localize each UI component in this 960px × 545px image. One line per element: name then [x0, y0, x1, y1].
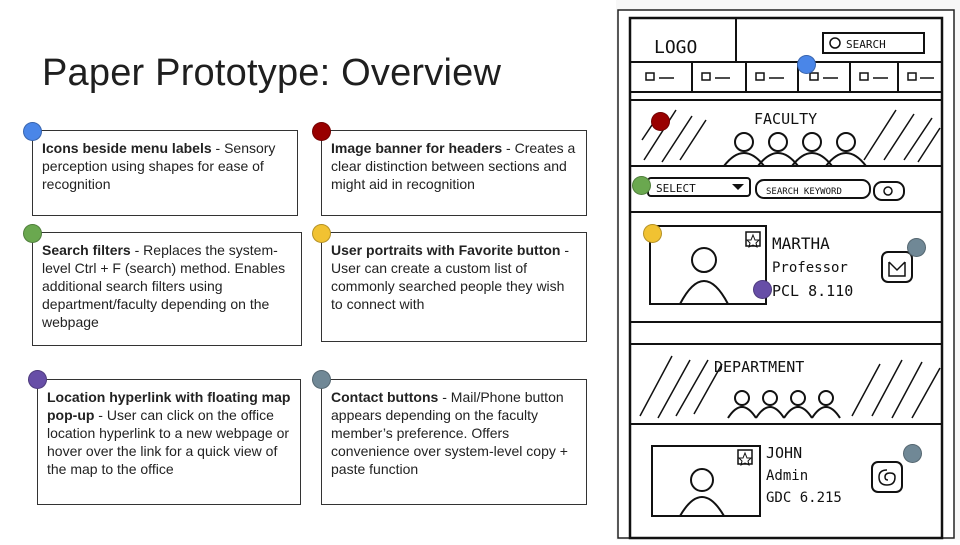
mail-icon[interactable]: [881, 251, 913, 283]
sketch-search-button[interactable]: SEARCH: [822, 32, 925, 54]
marker-dot-yellow: [312, 224, 331, 243]
sketch-person-role: Professor: [772, 260, 848, 276]
sketch-faculty-label: FACULTY: [754, 110, 817, 128]
chevron-down-icon: [732, 184, 744, 190]
slide-title: Paper Prototype: Overview: [42, 52, 502, 94]
note-image-banner: Image banner for headers - Creates a cle…: [321, 130, 587, 216]
note-title: Search filters: [42, 242, 131, 258]
sketch-search-keyword: SEARCH KEYWORD: [766, 187, 842, 197]
note-title: Contact buttons: [331, 389, 439, 405]
sketch-faculty-banner: FACULTY: [630, 99, 942, 167]
marker-dot-gray: [903, 444, 922, 463]
sketch-nav-menu[interactable]: [630, 62, 942, 93]
note-location-hyperlink: Location hyperlink with floating map pop…: [37, 379, 301, 505]
marker-dot-green: [632, 176, 651, 195]
marker-dot-yellow: [643, 224, 662, 243]
sketch-person-name: JOHN: [766, 444, 802, 462]
sketch-person-card-john: JOHN Admin GDC 6.215: [651, 444, 903, 517]
marker-dot-purple: [753, 280, 772, 299]
note-sep: -: [438, 389, 451, 405]
sketch-person-card-martha: MARTHA Professor PCL 8.110: [630, 225, 942, 323]
note-icons-menu: Icons beside menu labels - Sensory perce…: [32, 130, 298, 216]
note-title: User portraits with Favorite button: [331, 242, 561, 258]
sketch-person-name: MARTHA: [772, 234, 830, 253]
sketch-office-link[interactable]: PCL 8.110: [772, 282, 853, 300]
marker-dot-gray: [312, 370, 331, 389]
marker-dot-green: [23, 224, 42, 243]
note-search-filters: Search filters - Replaces the system-lev…: [32, 232, 302, 346]
favorite-star-icon[interactable]: [737, 449, 753, 465]
sketch-department-label: DEPARTMENT: [714, 358, 804, 376]
note-body: Mail/Phone button appears depending on t…: [331, 389, 568, 477]
note-sep: -: [211, 140, 225, 156]
marker-dot-red: [312, 122, 331, 141]
sketch-logo: LOGO: [654, 37, 697, 58]
marker-dot-blue: [797, 55, 816, 74]
note-user-portraits: User portraits with Favorite button - Us…: [321, 232, 587, 342]
search-icon: [883, 186, 893, 196]
note-sep: -: [94, 407, 107, 423]
marker-dot-blue: [23, 122, 42, 141]
note-body: Replaces the system-level Ctrl + F (sear…: [42, 242, 286, 330]
sketch-drawing: LOGO SEARCH: [616, 0, 960, 540]
note-title: Location hyperlink with floating map pop…: [47, 389, 291, 423]
marker-dot-gray: [907, 238, 926, 257]
note-body: Creates a clear distinction between sect…: [331, 140, 576, 192]
sketch-department-banner: DEPARTMENT: [630, 343, 942, 425]
note-body: User can create a custom list of commonl…: [331, 260, 565, 312]
favorite-star-icon[interactable]: [745, 231, 761, 247]
sketch-person-role: Admin: [766, 468, 808, 484]
paper-prototype-sketch: LOGO SEARCH: [614, 0, 960, 540]
note-sep: -: [560, 242, 570, 258]
note-body: User can click on the office location hy…: [47, 407, 290, 477]
marker-dot-red: [651, 112, 670, 131]
sketch-select-label: SELECT: [656, 182, 696, 195]
marker-dot-purple: [28, 370, 47, 389]
sketch-office-link[interactable]: GDC 6.215: [766, 490, 842, 506]
note-sep: -: [130, 242, 144, 258]
note-contact-buttons: Contact buttons - Mail/Phone button appe…: [321, 379, 587, 505]
sketch-search-label: SEARCH: [846, 38, 886, 51]
note-sep: -: [502, 140, 515, 156]
note-title: Image banner for headers: [331, 140, 503, 156]
note-body: Sensory perception using shapes for ease…: [42, 140, 276, 192]
paper-sheet: [617, 9, 955, 539]
phone-icon[interactable]: [871, 461, 903, 493]
search-icon: [829, 37, 841, 49]
device-frame: [628, 16, 944, 540]
note-title: Icons beside menu labels: [42, 140, 212, 156]
